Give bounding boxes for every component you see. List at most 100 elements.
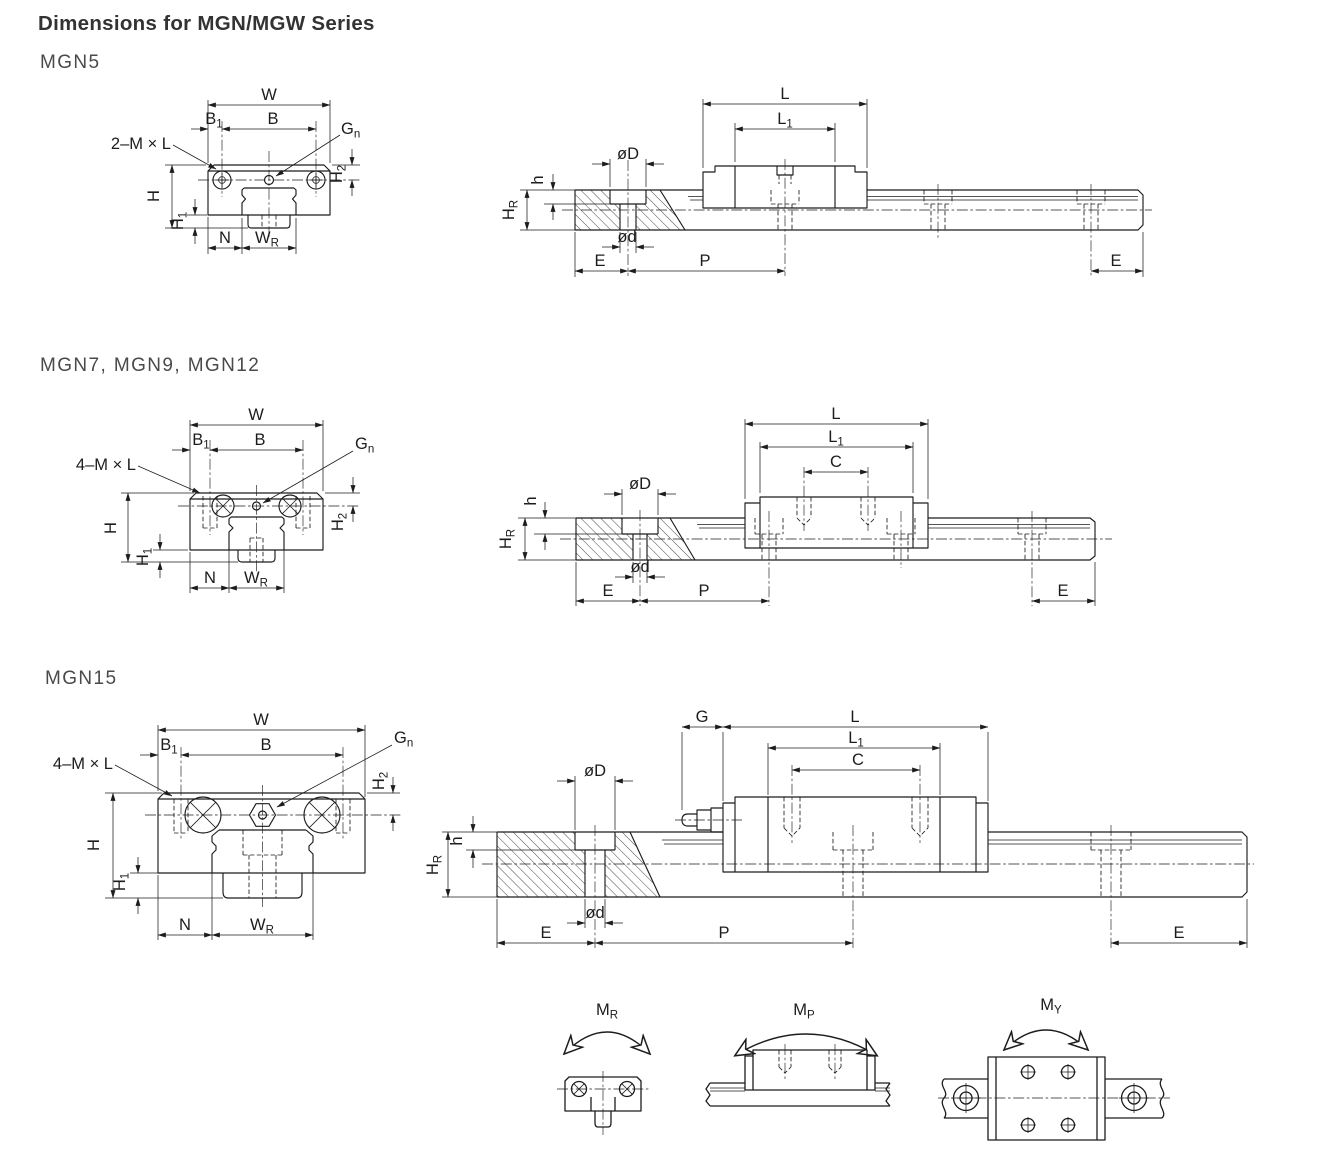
mini-side-view — [705, 1044, 891, 1107]
dim-h-counterbore: h — [442, 816, 575, 868]
dim-label-l: L — [780, 85, 789, 103]
section-heading-mgn15: MGN15 — [45, 668, 118, 689]
mgn5-side-view-drawing: L L1 øD h HR ød E P E — [500, 85, 1152, 277]
dim-label-hr: HR — [500, 200, 521, 220]
dim-label-p: P — [698, 582, 709, 600]
grease-nipple — [675, 807, 742, 833]
dim-w: W — [207, 86, 331, 163]
mini-cross-section — [557, 1071, 649, 1135]
rail-profile — [211, 829, 314, 899]
dim-label-h2: H2 — [329, 513, 350, 531]
hidden-rail-holes — [754, 511, 1047, 606]
dim-hr: HR — [500, 189, 575, 231]
mgn5-cross-section-drawing: W B B1 Gn 2–M × L H H1 H2 N WR — [111, 86, 360, 254]
mgn15-cross-section-drawing: W B B1 Gn 4–M × L H H1 H2 N WR — [53, 711, 413, 940]
dim-label-c: C — [830, 453, 842, 471]
dim-label-h: H — [102, 522, 120, 534]
dim-od: øD — [604, 475, 676, 515]
callout-thread: 2–M × L — [111, 135, 217, 170]
dim-h: H — [102, 492, 238, 563]
moment-my-diagram: MY — [938, 996, 1170, 1141]
carriage-block-side — [722, 765, 989, 873]
dim-b-b1: B B1 — [191, 110, 317, 132]
dim-label-h: H — [85, 839, 103, 851]
dim-label-e-right: E — [1173, 924, 1184, 942]
dim-h1: H1 — [111, 857, 158, 914]
dim-label-l1: L1 — [828, 428, 844, 449]
ball-circles — [184, 796, 341, 834]
dim-label-od-small: ød — [617, 228, 636, 246]
dim-l: L — [722, 708, 989, 801]
dim-label-l: L — [831, 405, 840, 423]
dim-label-b: B — [267, 110, 278, 128]
dim-label-c: C — [852, 751, 864, 769]
dim-l: L — [702, 85, 868, 168]
dim-label-b1: B1 — [160, 736, 177, 757]
dim-l1: L1 — [767, 729, 941, 795]
dim-b-b1: B B1 — [140, 736, 344, 758]
dim-label-h: H — [145, 190, 163, 202]
centerlines — [145, 747, 403, 907]
hidden-mounting-holes — [202, 496, 311, 529]
dim-l1: L1 — [759, 428, 914, 493]
callout-thread: 4–M × L — [53, 755, 173, 797]
carriage-block-side — [744, 467, 929, 549]
dim-c: C — [803, 453, 869, 475]
dim-label-h-depth: h — [529, 175, 547, 184]
dim-label-od-small: ød — [630, 558, 649, 576]
dim-h2: H2 — [328, 149, 360, 196]
dim-l: L — [744, 405, 929, 499]
moment-label-my: MY — [1040, 996, 1062, 1017]
dim-label-od: øD — [629, 475, 651, 493]
dim-n-wr: N WR — [189, 537, 285, 593]
dim-label-b1: B1 — [192, 431, 209, 452]
dim-h1: H1 — [134, 534, 188, 578]
section-heading-mgn7-9-12: MGN7, MGN9, MGN12 — [40, 355, 261, 376]
counterbore-hole — [576, 510, 696, 606]
dim-c: C — [791, 751, 921, 773]
dim-label-b: B — [260, 736, 271, 754]
dim-label-od-small: ød — [585, 904, 604, 922]
dim-b-b1: B B1 — [172, 431, 304, 453]
mini-top-view — [938, 1056, 1170, 1141]
dim-label-gn: Gn — [355, 435, 374, 456]
dim-label-hr: HR — [424, 855, 445, 875]
moment-arrow-mp — [736, 1033, 876, 1055]
dim-od-small: ød — [615, 558, 665, 583]
dim-g: G — [681, 708, 724, 810]
moment-label-mr: MR — [596, 1001, 618, 1022]
dim-label-l1: L1 — [777, 110, 793, 131]
dim-label-e-right: E — [1110, 252, 1121, 270]
dim-label-h1: H1 — [134, 548, 155, 566]
grease-hole — [251, 501, 262, 511]
dim-label-p: P — [718, 924, 729, 942]
dim-label-l: L — [850, 708, 859, 726]
dim-label-b1: B1 — [205, 110, 222, 131]
dim-label-od: øD — [584, 762, 606, 780]
counterbore-hole — [497, 825, 661, 948]
dim-label-wr: WR — [244, 569, 268, 590]
dim-label-p: P — [699, 252, 710, 270]
dim-label-e-left: E — [602, 582, 613, 600]
dim-label-n: N — [179, 916, 191, 934]
dim-label-l1: L1 — [848, 729, 864, 750]
dim-label-e-left: E — [594, 252, 605, 270]
dim-label-n: N — [204, 569, 216, 587]
callout-gn: Gn — [276, 729, 413, 808]
ball-circles — [211, 494, 302, 518]
dim-h: H — [145, 164, 248, 229]
hidden-rail-holes — [770, 159, 1106, 276]
grease-nipple-hex — [248, 803, 277, 827]
moment-arrow-mr — [565, 1031, 649, 1053]
dim-h: H — [85, 792, 223, 899]
dim-e-p: E P E — [575, 562, 1096, 606]
dim-label-b: B — [254, 431, 265, 449]
rail-profile — [228, 516, 285, 563]
dim-label-od: øD — [617, 145, 639, 163]
counterbore-hole — [575, 160, 686, 276]
moment-label-mp: MP — [793, 1001, 815, 1022]
dim-label-w: W — [253, 711, 269, 729]
callout-gn: Gn — [275, 120, 360, 177]
dim-label-wr: WR — [255, 229, 279, 250]
dim-label-h1: H1 — [169, 212, 190, 230]
